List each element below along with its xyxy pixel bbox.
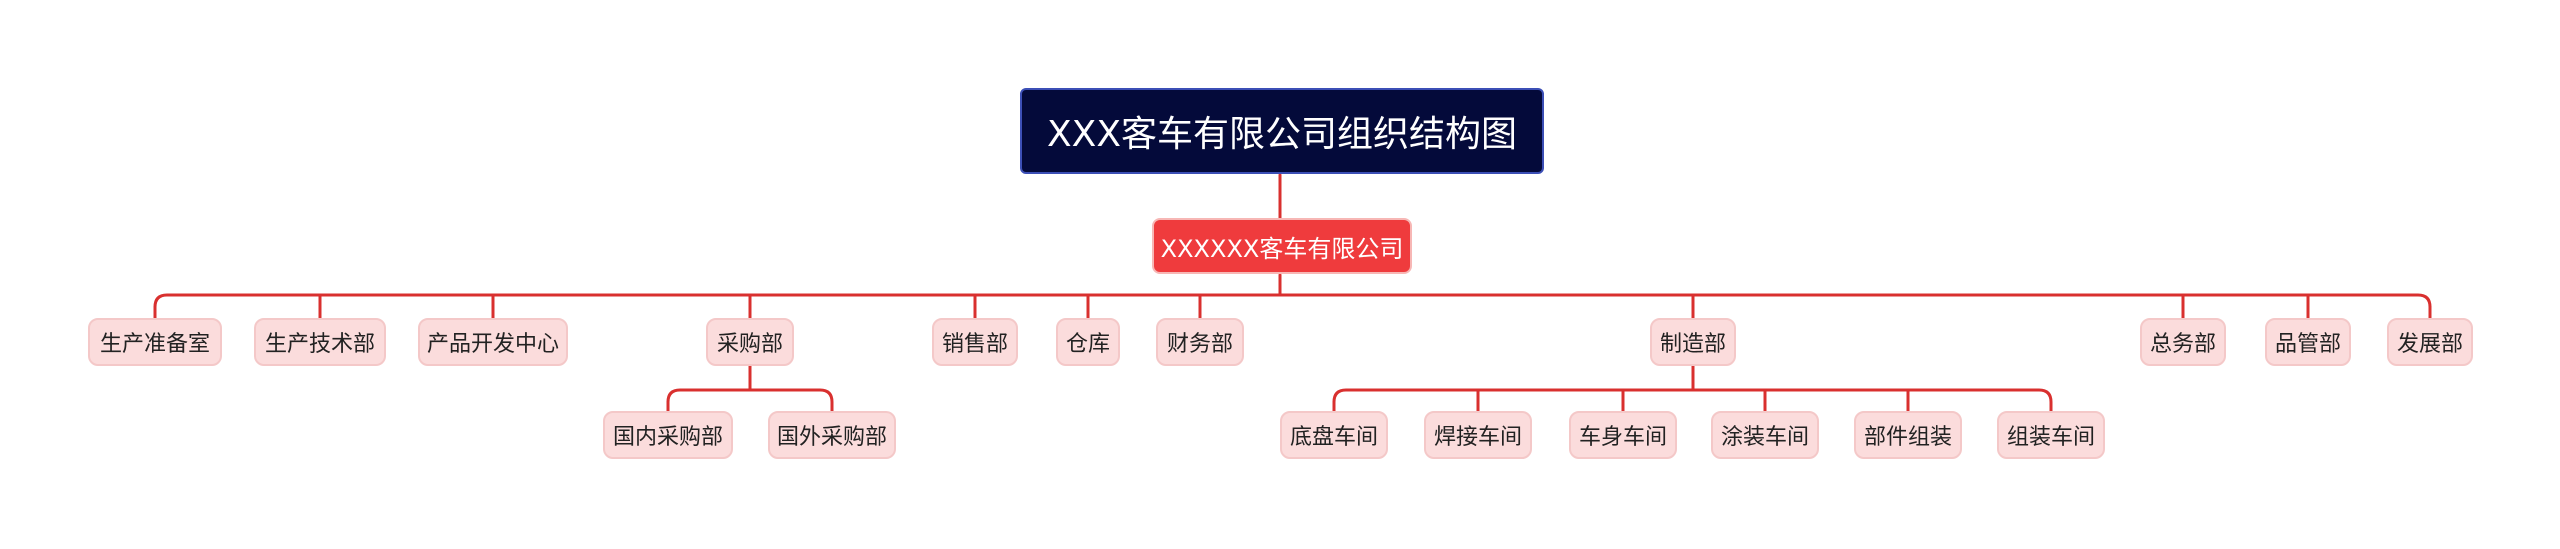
workshop-parts-assembly: 部件组装: [1854, 411, 1962, 459]
department-general-affairs: 总务部: [2140, 318, 2226, 366]
company-node: XXXXXX客车有限公司: [1152, 218, 1412, 274]
workshop-welding: 焊接车间: [1424, 411, 1532, 459]
department-purchasing: 采购部: [706, 318, 794, 366]
department-warehouse: 仓库: [1056, 318, 1120, 366]
purchasing-foreign: 国外采购部: [768, 411, 896, 459]
department-sales: 销售部: [932, 318, 1018, 366]
workshop-painting: 涂装车间: [1711, 411, 1819, 459]
workshop-final-assembly: 组装车间: [1997, 411, 2105, 459]
department-development: 发展部: [2387, 318, 2473, 366]
department-manufacturing: 制造部: [1650, 318, 1736, 366]
department-production-prep: 生产准备室: [88, 318, 222, 366]
connector-department-bus: [153, 293, 2432, 309]
org-chart-title: XXX客车有限公司组织结构图: [1020, 88, 1544, 174]
department-product-dev: 产品开发中心: [418, 318, 568, 366]
workshop-chassis: 底盘车间: [1280, 411, 1388, 459]
purchasing-domestic: 国内采购部: [603, 411, 733, 459]
department-quality: 品管部: [2265, 318, 2351, 366]
department-production-tech: 生产技术部: [254, 318, 386, 366]
workshop-body: 车身车间: [1569, 411, 1677, 459]
department-finance: 财务部: [1156, 318, 1244, 366]
